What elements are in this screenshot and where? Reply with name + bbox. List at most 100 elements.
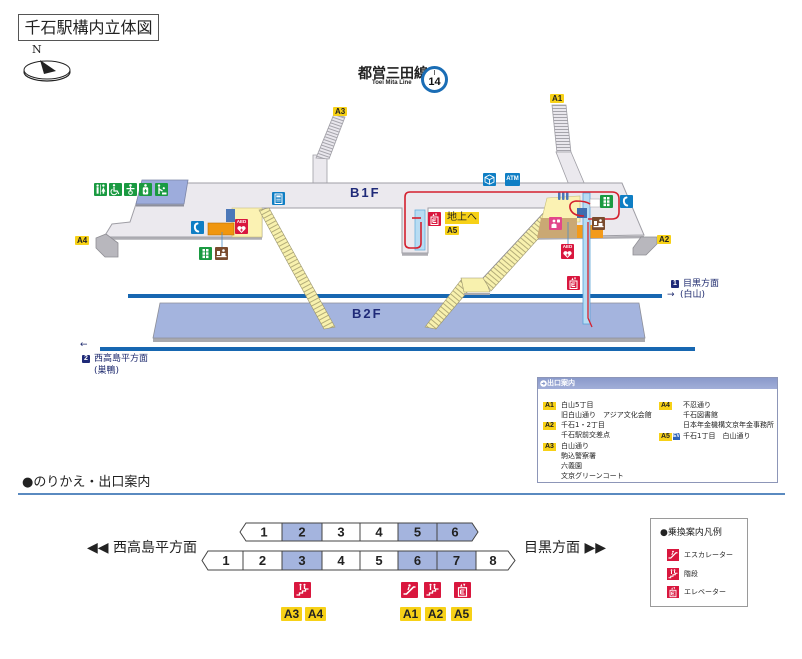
car-exit-badge-a4: A4: [305, 607, 326, 621]
car-exit-badge-a3: A3: [281, 607, 302, 621]
b2f-platform-slab: [153, 338, 645, 342]
transfer-section-heading: ●のりかえ・出口案内: [22, 475, 151, 490]
car-cell: 1: [239, 522, 283, 542]
car-number: 7: [453, 553, 460, 568]
line-name-ja: 都営三田線: [358, 66, 428, 82]
line-code: I: [433, 70, 436, 77]
exit-guide-line: 千石図書館: [683, 411, 718, 419]
a3-corridor: [312, 154, 328, 186]
station-office-icon: [592, 217, 605, 230]
car-number: 5: [375, 553, 382, 568]
aed-icon: AED: [561, 244, 574, 259]
exit-guide-line: 千石駅前交差点: [561, 431, 610, 439]
stairs-icon: [424, 582, 441, 598]
legend-label: エスカレーター: [684, 551, 733, 559]
exit-guide-badge-a3: A3: [543, 443, 556, 451]
platform-elevator-shaft: [582, 192, 591, 325]
car-cell: 6: [436, 522, 479, 542]
stairs-icon: [294, 582, 311, 598]
escalator-icon: [667, 549, 679, 561]
car-cell: 3: [321, 522, 361, 542]
escalator-icon: [401, 582, 418, 598]
car-number: 3: [298, 553, 305, 568]
track-1-arrow: →: [667, 290, 675, 300]
track-2-line: [100, 347, 695, 351]
b2f-platform: [152, 302, 646, 339]
elevator-badge: EV: [673, 433, 680, 440]
telephone-icon: [191, 221, 204, 234]
exit-guide-badge-a4: A4: [659, 402, 672, 410]
baby-changing-icon: [124, 183, 137, 196]
car-number: 6: [414, 553, 421, 568]
to-ground-label: 地上へ: [445, 212, 479, 224]
car-cell: 7: [436, 550, 477, 571]
fare-adjustment-icon: [272, 192, 285, 205]
elevator-route-to-platform: [587, 222, 593, 328]
accessible-route-line: [404, 191, 620, 249]
wheelchair-accessible-icon: [109, 183, 122, 196]
telephone-icon: [620, 195, 633, 208]
track-2-destination: 西高島平方面: [94, 354, 149, 364]
car-shape: [239, 522, 283, 542]
car-cell: 6: [397, 550, 438, 571]
aed-label: AED: [562, 244, 573, 249]
customer-service-icon: [549, 217, 562, 230]
legend-label: エレベーター: [684, 588, 726, 596]
westbound-arrows: ◀◀: [87, 540, 109, 556]
car-exit-badge-a5: A5: [451, 607, 472, 621]
car-shape: [281, 550, 323, 571]
aed-icon: AED: [235, 219, 248, 234]
track-1-number: 1: [671, 280, 679, 288]
station-number-badge: I 14: [421, 66, 448, 93]
exit-guide-header: 出口案内: [538, 378, 777, 389]
car-cell: 8: [475, 550, 516, 571]
exit-guide-line: 不忍通り: [683, 401, 711, 409]
west-ticket-gates: [226, 209, 235, 222]
station-cutaway-map: [95, 104, 695, 351]
station-number: 14: [428, 76, 441, 88]
floor-label-b1f: B1F: [350, 185, 381, 200]
car-number: 1: [260, 525, 267, 540]
ostomate-icon: [139, 183, 152, 196]
a2-exit-ramp: [632, 236, 658, 256]
westbound-label: 西高島平方面: [113, 540, 197, 556]
east-ticket-gates: [558, 192, 569, 200]
exit-guide-line: 白山5丁目: [561, 401, 594, 409]
exit-guide-line: 駒込警察署: [561, 452, 596, 460]
stairs-icon: [667, 568, 679, 580]
track-2-number: 2: [82, 355, 90, 363]
eastbound-direction: 目黒方面 ▶▶: [524, 540, 606, 556]
floor-label-b2f: B2F: [352, 306, 383, 321]
elevator-icon: [454, 582, 471, 598]
ticket-vending-icon: [199, 247, 212, 260]
east-stairs-landing: [460, 277, 491, 293]
legend-title: ●乗換案内凡例: [660, 528, 722, 538]
exit-badge-a4: A4: [75, 236, 90, 245]
exit-guide-badge-a1: A1: [543, 402, 556, 410]
compass-north-label: N: [32, 43, 42, 56]
a5-elevator-shaft: [414, 209, 426, 251]
page-title: 千石駅構内立体図: [18, 14, 159, 41]
car-shape: [436, 550, 477, 571]
car-number: 2: [259, 553, 266, 568]
car-exit-badge-a2: A2: [425, 607, 446, 621]
platform-elevator-car: [577, 208, 587, 218]
westbound-direction: ◀◀ 西高島平方面: [87, 540, 197, 556]
transfer-legend: ●乗換案内凡例 エスカレーター 階段 エレベーター: [650, 518, 748, 607]
track-2-via: (巣鴨): [94, 366, 120, 376]
car-number: 2: [298, 525, 305, 540]
a3-stairs: [315, 113, 346, 160]
exit-guide-line: 白山通り: [561, 442, 589, 450]
car-shape: [321, 550, 361, 571]
elevator-icon: [428, 212, 441, 226]
car-shape: [397, 550, 438, 571]
car-shape: [201, 550, 244, 571]
elevator-icon: [667, 586, 679, 598]
baby-seat-icon: [155, 183, 168, 196]
car-number: 6: [451, 525, 458, 540]
legend-label: 階段: [684, 570, 698, 578]
exit-guide-badge-a5: A5: [659, 433, 672, 441]
car-shape: [475, 550, 516, 571]
exit-guide-line: 千石1丁目 白山通り: [683, 432, 751, 440]
